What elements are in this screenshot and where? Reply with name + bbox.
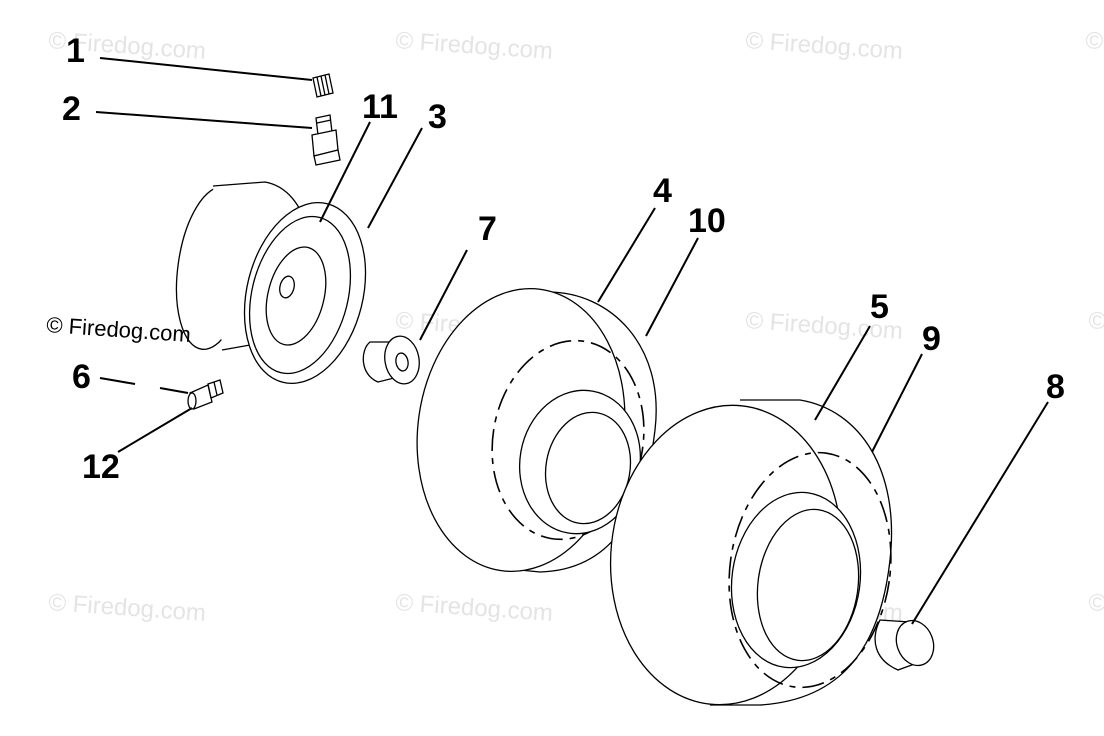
- watermark-foreground: © Firedog.com: [46, 312, 192, 347]
- callout-labels: 1 2 3 4 5 6 7 8 9 10 11 12: [62, 32, 1065, 486]
- rear-tire: [609, 399, 893, 706]
- valve-cap: [312, 73, 334, 98]
- watermark: © Firedog.com: [1088, 589, 1104, 627]
- leader-3: [367, 127, 423, 229]
- callout-2: 2: [62, 90, 81, 128]
- callout-6: 6: [72, 358, 91, 396]
- leader-6b: [159, 387, 189, 394]
- watermark: © Firedog.com: [745, 27, 904, 65]
- leader-5: [814, 325, 871, 421]
- watermark: © Firedog.com: [395, 589, 554, 627]
- hub-cap: [874, 619, 935, 671]
- leader-12: [117, 407, 193, 453]
- leader-11: [319, 121, 371, 223]
- leader-lines: [95, 57, 1049, 625]
- leader-10: [645, 237, 699, 337]
- grease-fitting: [187, 379, 224, 410]
- leader-9: [871, 353, 923, 453]
- callout-5: 5: [870, 288, 889, 326]
- callout-10: 10: [688, 202, 726, 240]
- flange-bushing: [362, 335, 420, 385]
- callout-3: 3: [428, 98, 447, 136]
- leader-4: [597, 207, 656, 303]
- leader-8: [911, 401, 1049, 625]
- callout-11: 11: [362, 88, 398, 126]
- leader-2: [95, 111, 313, 129]
- callout-8: 8: [1046, 368, 1065, 406]
- callout-7: 7: [478, 210, 497, 248]
- leader-7: [419, 249, 468, 341]
- callout-12: 12: [82, 448, 120, 486]
- leader-6: [99, 377, 136, 385]
- watermark: © Firedog.com: [395, 27, 554, 65]
- watermark: © Firedog.com: [1085, 27, 1104, 65]
- callout-9: 9: [922, 320, 941, 358]
- front-tire: [416, 288, 657, 573]
- callout-1: 1: [66, 32, 85, 70]
- watermark: © Firedog.com: [48, 589, 207, 627]
- watermark: © Firedog.com: [1088, 307, 1104, 345]
- wheel-rim: [175, 181, 367, 385]
- callout-4: 4: [653, 172, 672, 210]
- leader-1: [99, 57, 313, 81]
- valve-stem: [311, 114, 341, 166]
